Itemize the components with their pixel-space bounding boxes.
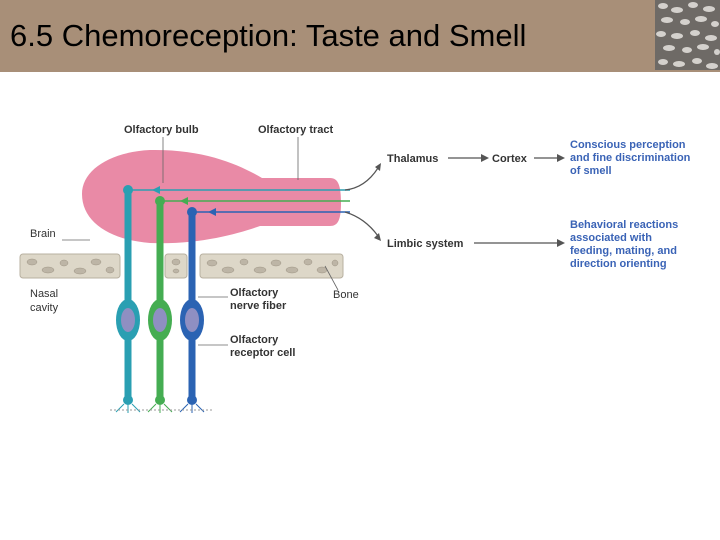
label-olfactory-bulb: Olfactory bulb xyxy=(124,124,199,136)
decorative-texture-image xyxy=(655,0,720,70)
label-nasal-cavity-line2: cavity xyxy=(30,302,59,314)
olfactory-bulb-shape xyxy=(82,149,341,244)
label-thalamus: Thalamus xyxy=(387,153,438,165)
outcome-behavioral-line1: Behavioral reactions xyxy=(570,219,678,231)
outcome-behavioral-line3: feeding, mating, and xyxy=(570,245,677,257)
label-nasal-cavity-line1: Nasal xyxy=(30,288,58,300)
label-limbic-system: Limbic system xyxy=(387,238,464,250)
outcome-conscious-line1: Conscious perception xyxy=(570,139,686,151)
label-receptor-cell-line1: Olfactory xyxy=(230,334,279,346)
slide-title: 6.5 Chemoreception: Taste and Smell xyxy=(10,18,527,53)
label-receptor-cell-line2: receptor cell xyxy=(230,347,295,359)
receptor-cell-blue xyxy=(179,207,205,413)
receptor-cell-teal xyxy=(115,185,141,413)
outcome-conscious-line2: and fine discrimination xyxy=(570,152,691,164)
label-olfactory-tract: Olfactory tract xyxy=(258,124,334,136)
title-bar xyxy=(0,0,720,72)
outcome-behavioral-line2: associated with xyxy=(570,232,652,244)
label-nerve-fiber-line2: nerve fiber xyxy=(230,300,287,312)
receptor-cell-green xyxy=(147,196,173,413)
outcome-behavioral-line4: direction orienting xyxy=(570,258,667,270)
label-bone: Bone xyxy=(333,289,359,301)
label-cortex: Cortex xyxy=(492,153,528,165)
label-brain: Brain xyxy=(30,228,56,240)
label-nerve-fiber-line1: Olfactory xyxy=(230,287,279,299)
bone-layer xyxy=(19,253,344,279)
outcome-conscious-line3: of smell xyxy=(570,165,612,177)
